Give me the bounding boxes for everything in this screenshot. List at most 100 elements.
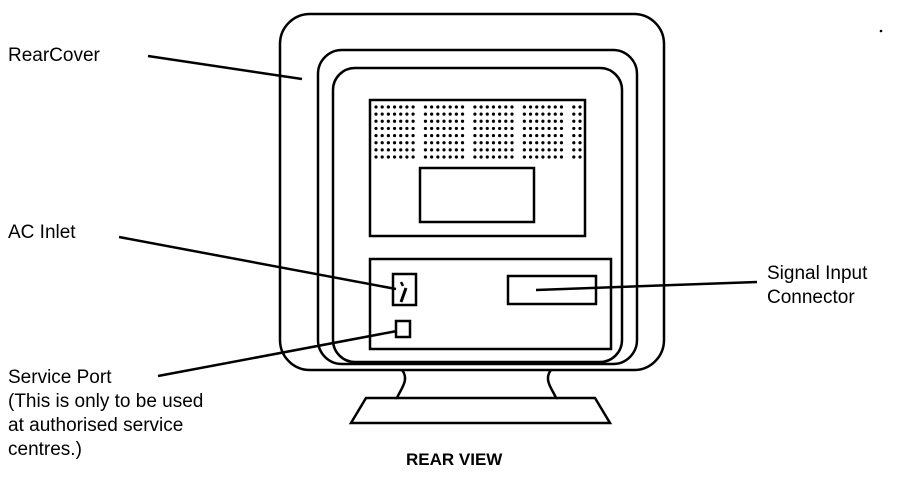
service-port-line-1: Service Port [8, 367, 112, 388]
vent-hole [392, 141, 397, 145]
vent-hole [436, 112, 440, 116]
vent-hole [572, 126, 576, 131]
vent-hole [559, 141, 564, 145]
vent-hole [442, 112, 446, 116]
vent-hole [522, 155, 526, 159]
vent-hole [392, 105, 397, 109]
vent-hole [448, 133, 452, 138]
vent-hole [380, 133, 384, 138]
ac-inlet-label: AC Inlet [8, 222, 76, 243]
signal-input-socket [506, 274, 598, 306]
vent-hole [491, 126, 496, 131]
vent-hole [528, 126, 533, 131]
vent-hole [374, 112, 378, 116]
vent-hole [491, 112, 496, 116]
leader-service-port [157, 329, 398, 378]
vent-hole [430, 126, 434, 131]
vent-hole [535, 112, 539, 116]
rear-cover-outline [278, 12, 666, 372]
vent-hole [528, 105, 533, 109]
vent-hole [535, 119, 539, 123]
rear-cover-label: RearCover [8, 45, 100, 66]
vent-hole [553, 105, 557, 109]
vent-hole [436, 148, 440, 152]
vent-hole [553, 148, 557, 152]
vent-hole [559, 148, 564, 152]
vent-hole [436, 133, 440, 138]
vent-hole [405, 105, 409, 109]
service-port-line-3: at authorised service [8, 415, 184, 436]
vent-hole [411, 148, 415, 152]
vent-hole [504, 105, 508, 109]
vent-hole [541, 105, 545, 109]
vent-hole [386, 148, 390, 152]
back-housing [331, 66, 624, 364]
vent-hole [460, 155, 465, 159]
vent-hole [528, 141, 533, 145]
vent-hole [485, 119, 489, 123]
vent-hole [528, 155, 533, 159]
vent-hole [491, 133, 496, 138]
vent-hole [430, 112, 434, 116]
vent-hole [399, 112, 403, 116]
vent-hole [510, 133, 514, 138]
vent-hole [522, 141, 526, 145]
diagram-caption: REAR VIEW [406, 450, 503, 469]
vent-hole [399, 148, 403, 152]
vent-hole [430, 105, 434, 109]
vent-hole [522, 105, 526, 109]
vent-hole [504, 141, 508, 145]
vent-hole [436, 155, 440, 159]
vent-hole [528, 148, 533, 152]
vent-hole [411, 133, 415, 138]
vent-hole [541, 126, 545, 131]
vent-hole [442, 133, 446, 138]
vent-hole [535, 105, 539, 109]
vent-hole [498, 155, 502, 159]
vent-hole [504, 126, 508, 131]
vent-hole [491, 141, 496, 145]
vent-hole [442, 155, 446, 159]
vent-hole [541, 148, 545, 152]
service-port-line-4: centres.) [8, 439, 82, 460]
vent-hole [448, 148, 452, 152]
vent-hole [498, 119, 502, 123]
vent-hole [423, 112, 428, 116]
vent-panel [368, 98, 587, 238]
vent-hole [473, 141, 477, 145]
vent-hole [405, 148, 409, 152]
vent-hole [380, 119, 384, 123]
vent-hole [386, 141, 390, 145]
vent-hole [547, 141, 551, 145]
vent-hole [491, 119, 496, 123]
vent-hole [374, 155, 378, 159]
vent-hole [454, 112, 458, 116]
vent-hole [485, 105, 489, 109]
vent-hole [485, 141, 489, 145]
vent-hole [547, 126, 551, 131]
label-plate [418, 166, 536, 224]
vent-hole [448, 112, 452, 116]
vent-hole [522, 112, 526, 116]
vent-hole [547, 119, 551, 123]
leader-ac-inlet [118, 235, 397, 291]
vent-hole [442, 141, 446, 145]
vent-hole [504, 112, 508, 116]
vent-hole [510, 148, 514, 152]
vent-hole [498, 126, 502, 131]
speck [879, 29, 883, 33]
vent-hole [460, 119, 465, 123]
vent-hole [405, 155, 409, 159]
service-port-line-2: (This is only to be used [8, 391, 204, 412]
vent-hole [553, 126, 557, 131]
vent-hole [559, 112, 564, 116]
vent-hole [386, 112, 390, 116]
vent-hole [578, 112, 582, 116]
vent-hole [559, 133, 564, 138]
vent-hole [380, 148, 384, 152]
vent-hole [399, 155, 403, 159]
vent-hole [491, 148, 496, 152]
vent-hole [442, 148, 446, 152]
vent-hole [374, 133, 378, 138]
vent-hole [436, 141, 440, 145]
